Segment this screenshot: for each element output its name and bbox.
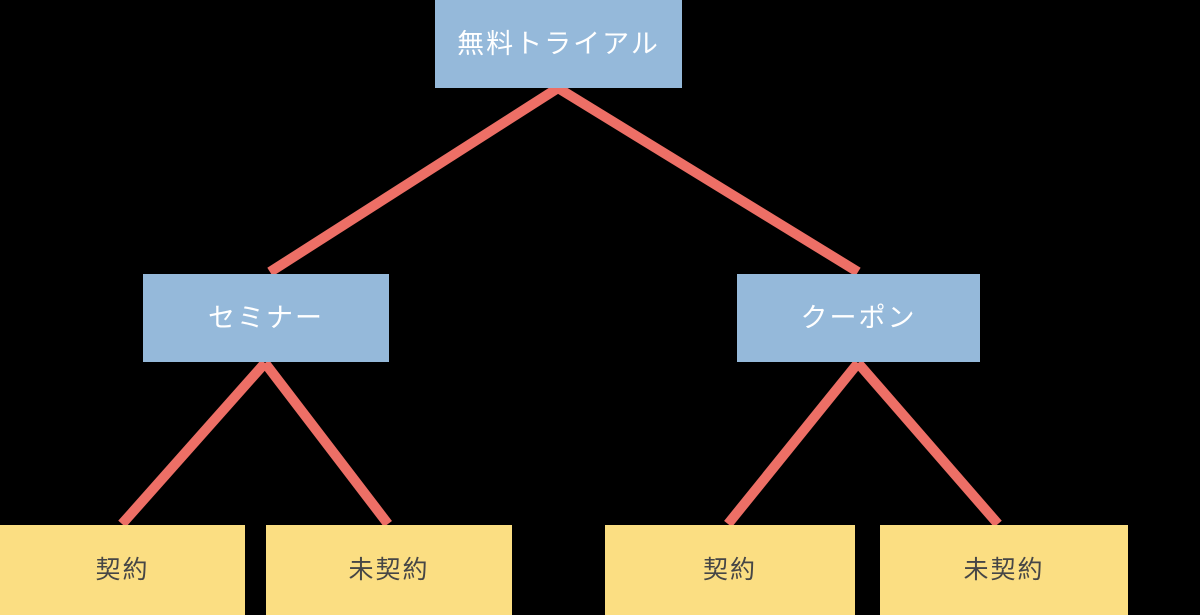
node-coupon[interactable]: クーポン xyxy=(737,274,980,362)
edge-coupon-to-leaf3 xyxy=(724,359,862,528)
node-seminar-label: セミナー xyxy=(208,302,324,333)
edge-seminar-to-leaf1 xyxy=(118,359,269,528)
node-coupon-contracted[interactable]: 契約 xyxy=(605,525,855,615)
node-seminar-contracted-label: 契約 xyxy=(95,556,150,584)
edge-root-to-seminar xyxy=(267,83,561,277)
node-free-trial[interactable]: 無料トライアル xyxy=(435,0,682,88)
node-coupon-not-contracted-label: 未契約 xyxy=(963,556,1045,584)
node-seminar[interactable]: セミナー xyxy=(143,274,389,362)
node-coupon-contracted-label: 契約 xyxy=(702,556,757,584)
node-coupon-not-contracted[interactable]: 未契約 xyxy=(880,525,1128,615)
node-seminar-not-contracted-label: 未契約 xyxy=(348,556,430,584)
node-seminar-contracted[interactable]: 契約 xyxy=(0,525,245,615)
edge-seminar-to-leaf2 xyxy=(261,359,392,528)
edge-coupon-to-leaf4 xyxy=(854,359,1002,528)
node-free-trial-label: 無料トライアル xyxy=(457,28,660,59)
node-coupon-label: クーポン xyxy=(800,302,917,333)
node-seminar-not-contracted[interactable]: 未契約 xyxy=(266,525,512,615)
edge-root-to-coupon xyxy=(555,83,861,277)
